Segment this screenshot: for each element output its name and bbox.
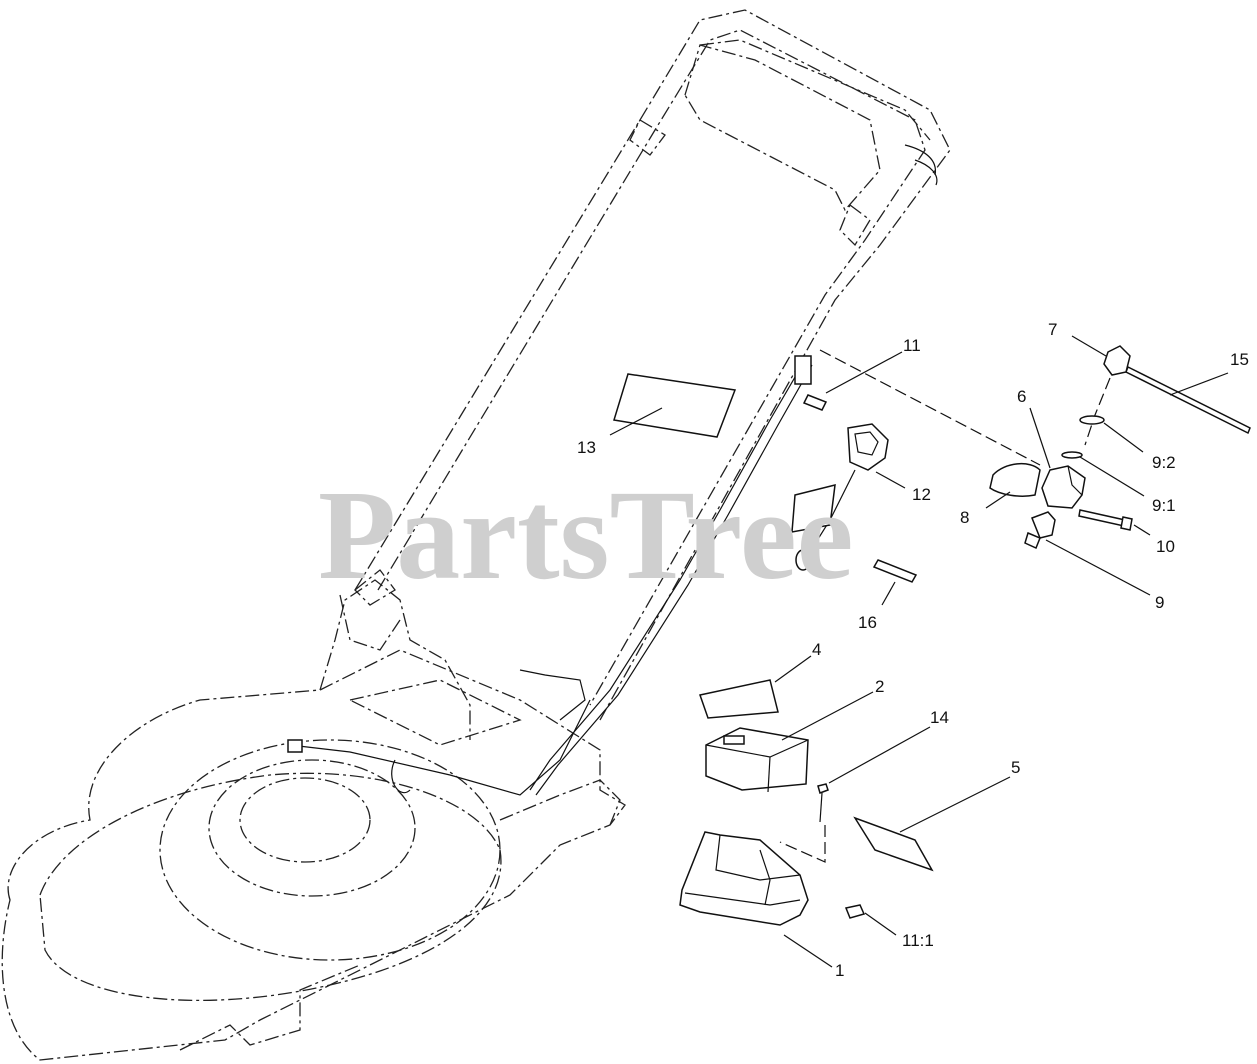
callout-9-1: 9:1 — [1152, 496, 1176, 515]
part-6-switch-housing — [1041, 465, 1086, 509]
part-8-cap — [989, 463, 1041, 497]
watermark: PartsTree — [318, 464, 853, 606]
callout-16: 16 — [858, 613, 877, 632]
part-10-screw — [1078, 509, 1133, 531]
callout-5: 5 — [1011, 758, 1020, 777]
part-11-pin — [802, 349, 1041, 466]
callout-13: 13 — [577, 438, 596, 457]
part-4-decal — [699, 679, 779, 719]
callout-8: 8 — [960, 508, 969, 527]
part-15-rod — [1125, 365, 1251, 435]
part-11-1-fuse — [844, 904, 866, 919]
part-9-1-washer — [1061, 451, 1083, 459]
part-9-switch — [1024, 511, 1056, 550]
callout-12: 12 — [912, 485, 931, 504]
callout-1: 1 — [835, 961, 844, 980]
callout-15: 15 — [1230, 350, 1249, 369]
callout-labels: 7 15 11 6 9:2 9:1 8 10 9 13 12 16 4 2 14… — [577, 320, 1249, 980]
callout-11-1: 11:1 — [902, 931, 934, 950]
part-5-decal — [853, 816, 934, 872]
mower-handle — [339, 9, 951, 721]
callout-4: 4 — [812, 640, 821, 659]
leader-lines — [609, 335, 1229, 968]
part-7-knob — [1084, 345, 1131, 446]
part-14-bolt — [779, 783, 829, 863]
callout-7: 7 — [1048, 320, 1057, 339]
part-2-battery — [705, 727, 809, 793]
part-9-2-washer — [1079, 415, 1105, 425]
part-13-decal — [613, 373, 737, 438]
callout-11: 11 — [903, 336, 921, 355]
callout-9-2: 9:2 — [1152, 453, 1176, 472]
callout-10: 10 — [1156, 537, 1175, 556]
mower-deck — [1, 579, 626, 1061]
callout-2: 2 — [875, 677, 884, 696]
part-12-key — [791, 423, 889, 571]
part-1-battery-tray — [679, 831, 809, 926]
callout-14: 14 — [930, 708, 949, 727]
part-16-clip — [872, 559, 918, 583]
callout-6: 6 — [1017, 387, 1026, 406]
callout-9: 9 — [1155, 593, 1164, 612]
wire-harness — [287, 355, 813, 796]
